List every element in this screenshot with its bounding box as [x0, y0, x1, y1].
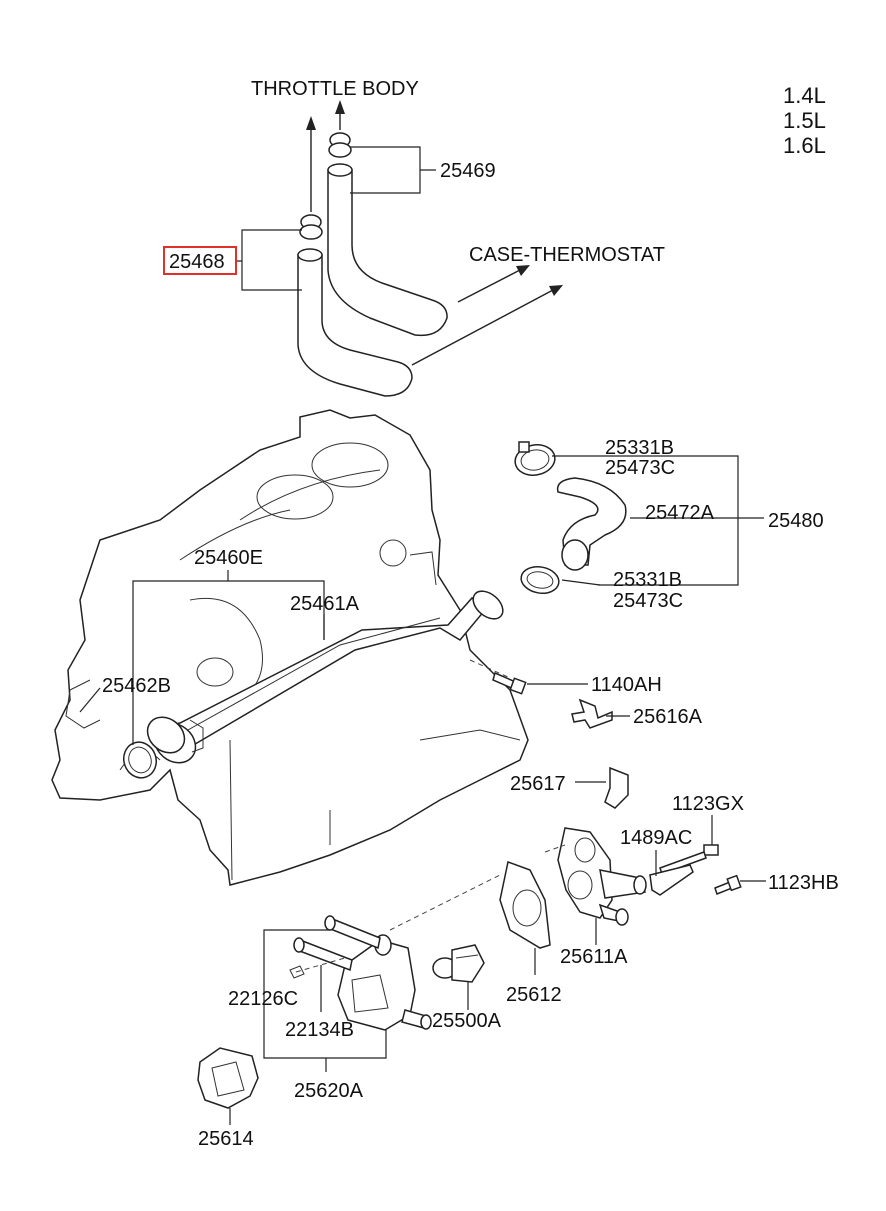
stud-1489AC — [649, 864, 694, 896]
gasket-25462B — [123, 741, 157, 779]
part-25468: 25468 — [169, 251, 225, 273]
engine-size-1: 1.4L — [783, 83, 826, 108]
case-thermostat-arrows — [411, 265, 563, 366]
engine-size-list: 1.4L 1.5L 1.6L — [783, 83, 826, 158]
part-25616A: 25616A — [633, 706, 703, 728]
part-25472A: 25472A — [645, 502, 715, 524]
part-25461A: 25461A — [290, 593, 360, 615]
case-thermostat-label: CASE-THERMOSTAT — [469, 244, 665, 266]
hose-clamp-top-25331B — [514, 441, 556, 476]
part-25331B-bottom: 25331B — [613, 569, 682, 591]
part-25460E: 25460E — [194, 547, 263, 569]
gasket-25612 — [499, 860, 551, 949]
water-pipe-25461A — [146, 590, 504, 764]
part-25617: 25617 — [510, 773, 566, 795]
hose-clamp-upper — [299, 132, 352, 240]
gasket-25614 — [197, 1047, 259, 1109]
engine-block — [51, 409, 529, 886]
hose-25469 — [327, 169, 448, 337]
bolt-1140AH — [469, 659, 527, 695]
part-25462B: 25462B — [102, 675, 171, 697]
part-25614: 25614 — [198, 1128, 254, 1150]
hose-25468 — [297, 254, 413, 397]
part-22126C: 22126C — [228, 988, 298, 1010]
hose-clamp-bottom-25331B — [520, 566, 560, 594]
part-25620A: 25620A — [294, 1080, 364, 1102]
part-22134B: 22134B — [285, 1019, 354, 1041]
throttle-body-arrow — [306, 100, 345, 212]
bracket-25616A — [571, 698, 613, 729]
engine-size-2: 1.5L — [783, 108, 826, 133]
part-1123GX: 1123GX — [672, 793, 744, 815]
bracket-25617 — [604, 766, 629, 809]
thermostat-housing-25611A — [557, 827, 647, 926]
engine-size-3: 1.6L — [783, 133, 826, 158]
part-25473C-top: 25473C — [605, 457, 675, 479]
part-1489AC: 1489AC — [620, 827, 692, 849]
part-25473C-bottom: 25473C — [613, 590, 683, 612]
thermostat-25500A — [432, 944, 485, 983]
part-1123HB: 1123HB — [768, 872, 839, 894]
water-fitting-25620A — [289, 915, 432, 1031]
part-25331B-top: 25331B — [605, 437, 674, 459]
part-25611A: 25611A — [560, 946, 628, 968]
highlight-box-25468 — [163, 246, 237, 275]
throttle-body-label: THROTTLE BODY — [251, 78, 419, 100]
part-25480: 25480 — [768, 510, 824, 532]
part-25612: 25612 — [506, 984, 562, 1006]
bolt-1123HB — [714, 874, 742, 895]
part-1140AH: 1140AH — [591, 674, 662, 696]
part-25500A: 25500A — [432, 1010, 502, 1032]
part-25469: 25469 — [440, 160, 496, 182]
